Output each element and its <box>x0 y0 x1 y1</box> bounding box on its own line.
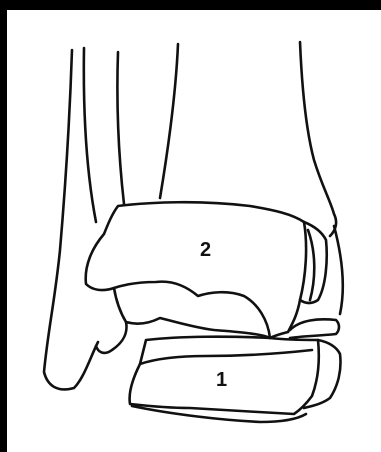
medial-malleolus-tip <box>96 322 126 353</box>
lateral-gap-piece <box>290 319 339 338</box>
tibia-outer-contour <box>44 50 98 389</box>
tibia-shaft-line <box>117 52 124 204</box>
tibia-inner-line <box>84 48 96 222</box>
frame-top-border <box>0 0 381 10</box>
fibula-outer-contour <box>300 42 336 236</box>
fragment-2-lower-edge <box>114 288 270 338</box>
fragment-2-side-inner <box>308 230 314 300</box>
fibula-lower-line <box>334 226 343 314</box>
fragment-2-outline <box>86 202 306 338</box>
fragment-2-label: 2 <box>200 239 211 261</box>
fragment-1-top-ridge <box>140 350 312 364</box>
tibia-medial-line <box>160 44 178 198</box>
frame-left-border <box>0 0 7 452</box>
fragment-1-label: 1 <box>216 369 227 391</box>
